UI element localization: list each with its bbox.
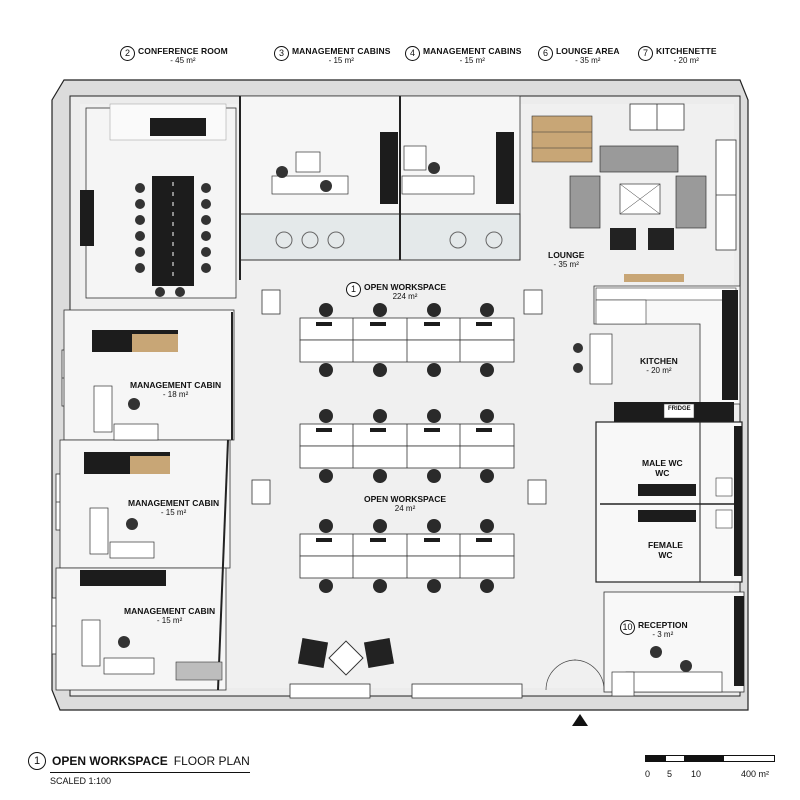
room-area: - 3 m² <box>652 630 674 639</box>
room-area: - 15 m² <box>160 508 187 517</box>
lounge-area <box>531 115 707 282</box>
scale-segment <box>645 755 665 762</box>
scale-label: 0 <box>645 769 651 779</box>
room-area: - 18 m² <box>162 390 189 399</box>
callout-area: - 20 m² <box>673 56 699 65</box>
room-area: 224 m² <box>392 292 418 301</box>
drawing-title-block: 1 OPEN WORKSPACE FLOOR PLAN SCALED 1:100 <box>28 752 250 786</box>
callout-name: KITCHENETTE <box>656 46 717 56</box>
room-name: MALE WC <box>642 458 683 468</box>
room-name: OPEN WORKSPACE <box>364 282 447 292</box>
monitors <box>316 322 492 542</box>
label-open-workspace-mid: OPEN WORKSPACE 24 m² <box>364 494 446 513</box>
label-lounge: LOUNGE - 35 m² <box>548 250 584 269</box>
callout-area: - 15 m² <box>459 56 485 65</box>
callout-number: 6 <box>538 46 553 61</box>
callout-area: - 45 m² <box>170 56 196 65</box>
scale-bar: 0 5 10 400 m² <box>645 755 775 779</box>
callout-number: 3 <box>274 46 289 61</box>
conference-chairs <box>135 183 211 297</box>
room-name: OPEN WORKSPACE <box>364 494 447 504</box>
scale-label: 400 m² <box>741 769 770 779</box>
callout-area: - 15 m² <box>328 56 354 65</box>
wc-block <box>595 421 743 583</box>
room-name: LOUNGE <box>548 250 585 260</box>
room-name: MANAGEMENT CABIN <box>130 380 222 390</box>
label-female-wc: FEMALE WC <box>648 540 683 560</box>
callout-management-cabins-4: 4 MANAGEMENT CABINS - 15 m² <box>405 46 522 65</box>
columns <box>251 289 547 505</box>
scale-segment <box>723 755 775 762</box>
title-sub: FLOOR PLAN <box>173 754 250 768</box>
room-sub: WC <box>655 468 670 478</box>
callout-conference-room: 2 CONFERENCE ROOM - 45 m² <box>120 46 228 65</box>
callout-number: 2 <box>120 46 135 61</box>
top-cabins <box>239 95 521 280</box>
callout-name: MANAGEMENT CABINS <box>292 46 391 56</box>
scale-segment <box>685 755 723 762</box>
lounge-chairs-bottom <box>297 637 395 676</box>
title-number: 1 <box>28 752 46 770</box>
room-number: 10 <box>620 620 635 635</box>
room-area: - 20 m² <box>646 366 672 375</box>
room-sub: WC <box>658 550 673 560</box>
room-number: 1 <box>346 282 361 297</box>
scale-label: 5 <box>667 769 673 779</box>
label-male-wc: MALE WC WC <box>642 458 683 478</box>
callout-name: LOUNGE AREA <box>556 46 620 56</box>
callout-management-cabins-3: 3 MANAGEMENT CABINS - 15 m² <box>274 46 391 65</box>
windows-bottom <box>289 683 523 699</box>
room-name: FEMALE <box>648 540 683 550</box>
callout-number: 4 <box>405 46 420 61</box>
title-main: OPEN WORKSPACE <box>52 754 168 768</box>
room-name: RECEPTION <box>638 620 688 630</box>
room-area: 24 m² <box>394 504 416 513</box>
label-management-cabin-2: MANAGEMENT CABIN - 15 m² <box>128 498 219 517</box>
callout-number: 7 <box>638 46 653 61</box>
conference-room <box>80 103 237 299</box>
callout-name: MANAGEMENT CABINS <box>423 46 522 56</box>
workspace-desks <box>299 317 515 579</box>
label-open-workspace-top: 1 OPEN WORKSPACE 224 m² <box>346 282 446 301</box>
label-management-cabin-3: MANAGEMENT CABIN - 15 m² <box>124 606 215 625</box>
label-fridge: FRIDGE <box>668 406 691 412</box>
title-underline <box>50 772 250 773</box>
kitchen-area <box>573 285 741 422</box>
reception-area <box>545 591 745 726</box>
callout-name: CONFERENCE ROOM <box>138 46 228 56</box>
callout-kitchenette: 7 KITCHENETTE - 20 m² <box>638 46 717 65</box>
room-name: MANAGEMENT CABIN <box>124 606 216 616</box>
callout-lounge-area: 6 LOUNGE AREA - 35 m² <box>538 46 620 65</box>
room-area: - 15 m² <box>156 616 183 625</box>
scale-segment <box>665 755 685 762</box>
left-cabins <box>55 309 235 691</box>
room-area: - 35 m² <box>553 260 579 269</box>
label-management-cabin-1: MANAGEMENT CABIN - 18 m² <box>130 380 221 399</box>
label-kitchen: KITCHEN - 20 m² <box>640 356 678 375</box>
label-reception: 10 RECEPTION - 3 m² <box>620 620 688 639</box>
title-scale: SCALED 1:100 <box>50 776 112 786</box>
scale-label: 10 <box>691 769 702 779</box>
workspace-chairs <box>319 303 494 593</box>
room-name: MANAGEMENT CABIN <box>128 498 220 508</box>
callout-area: - 35 m² <box>575 56 601 65</box>
room-name: KITCHEN <box>640 356 678 366</box>
